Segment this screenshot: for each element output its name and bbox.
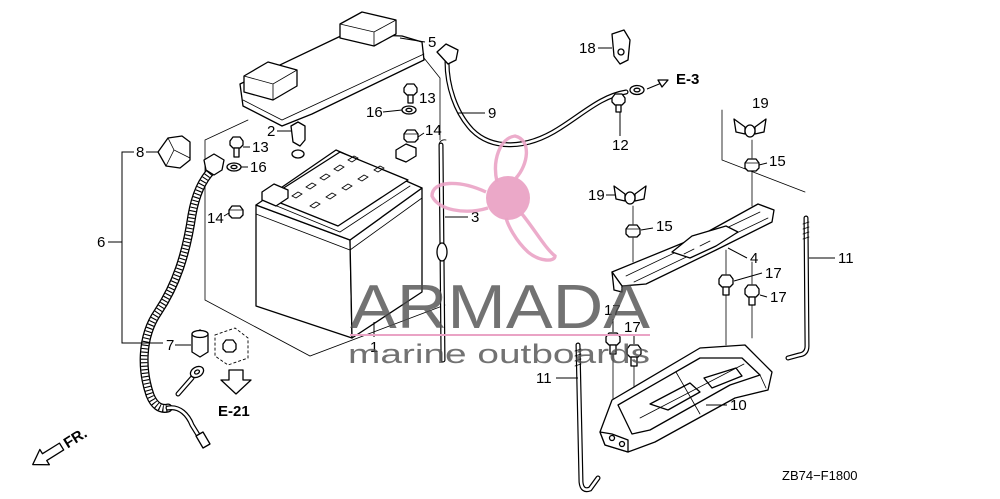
nut-14-left (228, 205, 244, 219)
reference-box (214, 327, 249, 366)
arrow-right-icon (646, 79, 669, 90)
callout-17: 17 (770, 289, 787, 306)
positive-terminal (261, 183, 289, 207)
battery (255, 143, 423, 339)
watermark-tagline: marine outboards (348, 339, 650, 369)
washer-16-left (226, 162, 242, 172)
callout-19: 19 (752, 95, 769, 112)
callout-10: 10 (730, 397, 747, 414)
washer-16-right (401, 105, 417, 115)
rod-11-right (785, 215, 810, 361)
callout-4: 4 (750, 250, 758, 267)
battery-strap-3 (436, 139, 448, 363)
bolt-12 (611, 93, 626, 113)
callout-15: 15 (656, 218, 673, 235)
callout-2: 2 (267, 123, 275, 140)
bolt-13-left (229, 136, 244, 158)
callout-11: 11 (838, 250, 854, 267)
nut-15-left (625, 224, 641, 238)
callout-12: 12 (612, 137, 629, 154)
diagram-code: ZB74−F1800 (782, 468, 858, 483)
battery-phantom-outline (204, 57, 446, 357)
arrow-down-icon (220, 369, 252, 395)
callout-19: 19 (588, 187, 605, 204)
callout-17: 17 (765, 265, 782, 282)
callout-8: 8 (136, 144, 144, 161)
callout-5: 5 (428, 34, 436, 51)
callout-7: 7 (166, 337, 174, 354)
bolt-17-a (718, 274, 734, 296)
leader-lines (108, 37, 835, 406)
terminal-cap-8 (157, 135, 191, 169)
terminal-clamp-2 (290, 121, 306, 159)
callout-17: 17 (604, 302, 621, 319)
negative-cable-9 (436, 43, 645, 148)
bolt-17-b (744, 284, 760, 306)
reference-e3: E-3 (676, 71, 699, 88)
wing-nut-19-left (613, 185, 647, 205)
positive-cable-6 (139, 153, 225, 449)
callout-17: 17 (624, 319, 641, 336)
callout-6: 6 (97, 234, 105, 251)
wing-nut-19-top (733, 118, 767, 138)
callout-1: 1 (370, 339, 378, 356)
callout-14: 14 (207, 210, 224, 227)
nut-15-top (744, 158, 760, 172)
callout-3: 3 (471, 209, 479, 226)
propeller-logo-icon (430, 134, 557, 262)
callout-14: 14 (425, 122, 442, 139)
callout-16: 16 (366, 104, 383, 121)
reference-e21: E-21 (218, 403, 250, 420)
battery-tray-10 (599, 344, 773, 453)
bolt-13-right (403, 83, 418, 104)
callout-13: 13 (419, 90, 436, 107)
watermark: ARMADA marine outboards (348, 134, 651, 369)
terminal-cover-7 (191, 329, 209, 358)
negative-terminal (395, 143, 417, 163)
callout-13: 13 (252, 139, 269, 156)
callout-11: 11 (536, 370, 552, 387)
watermark-brand: ARMADA (350, 273, 651, 342)
nut-14-right (403, 129, 419, 143)
callout-15: 15 (769, 153, 786, 170)
callout-9: 9 (488, 105, 496, 122)
rod-11-left (574, 342, 601, 493)
battery-cover (239, 11, 425, 127)
callout-16: 16 (250, 159, 267, 176)
bolt-17-d (626, 344, 642, 367)
battery-stay-4 (611, 203, 775, 293)
callouts: 5 18 13 9 16 19 2 14 13 8 12 15 16 19 14… (97, 34, 854, 414)
cable-clip-18 (611, 29, 631, 65)
callout-18: 18 (579, 40, 596, 57)
